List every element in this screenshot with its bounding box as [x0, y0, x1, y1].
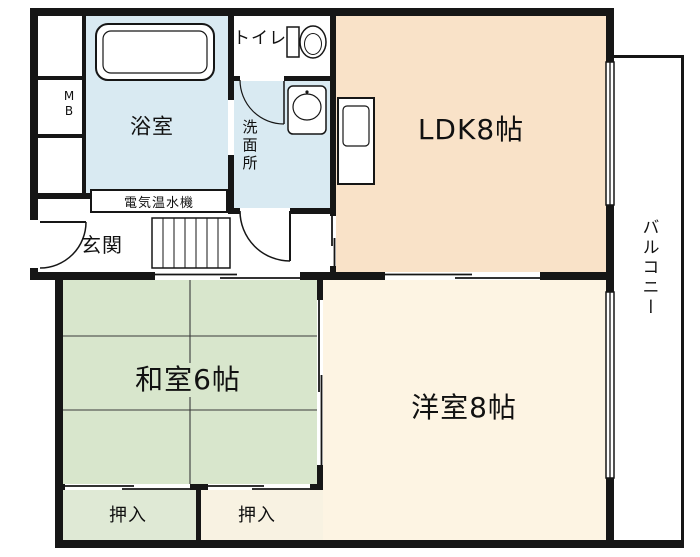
room-ldk-floor [336, 16, 606, 272]
toilet-icon [286, 25, 327, 59]
washbasin-icon [287, 85, 327, 135]
room-youshitsu-floor [323, 280, 606, 540]
youshitsu-room-label: 洋室8帖 [411, 391, 517, 424]
genkan-room-label: 玄関 [81, 233, 123, 257]
closet-left-label: 押入 [109, 505, 147, 526]
window-youshitsu [605, 291, 615, 479]
closet-right-label: 押入 [238, 505, 276, 526]
kitchen-counter-icon [337, 97, 375, 185]
toilet-room-label: トイレ [233, 28, 287, 49]
shoe-cabinet-icon [151, 217, 231, 269]
washroom-room-label: 洗面所 [240, 119, 259, 173]
toilet-door-swing [239, 79, 285, 125]
washroom-door-swing [239, 210, 291, 262]
wall-openings [30, 76, 540, 465]
window-ldk [605, 61, 615, 206]
meter-box-label: MB [62, 89, 76, 119]
room-closet-left-floor [63, 490, 196, 540]
sliding-doors [65, 216, 540, 490]
walls [30, 8, 684, 548]
water-heater-box: 電気温水機 [90, 189, 228, 213]
entrance-door-swing [39, 221, 87, 269]
balcony-label: バルコニー [638, 218, 659, 318]
bath-room-label: 浴室 [130, 114, 174, 139]
ldk-room-label: LDK8帖 [417, 113, 525, 146]
room-balcony-floor [614, 58, 681, 540]
washitsu-room-label: 和室6帖 [127, 363, 249, 397]
water-heater-label: 電気温水機 [123, 195, 194, 211]
room-closet-right-floor [201, 490, 323, 540]
bathtub-icon [95, 23, 215, 81]
